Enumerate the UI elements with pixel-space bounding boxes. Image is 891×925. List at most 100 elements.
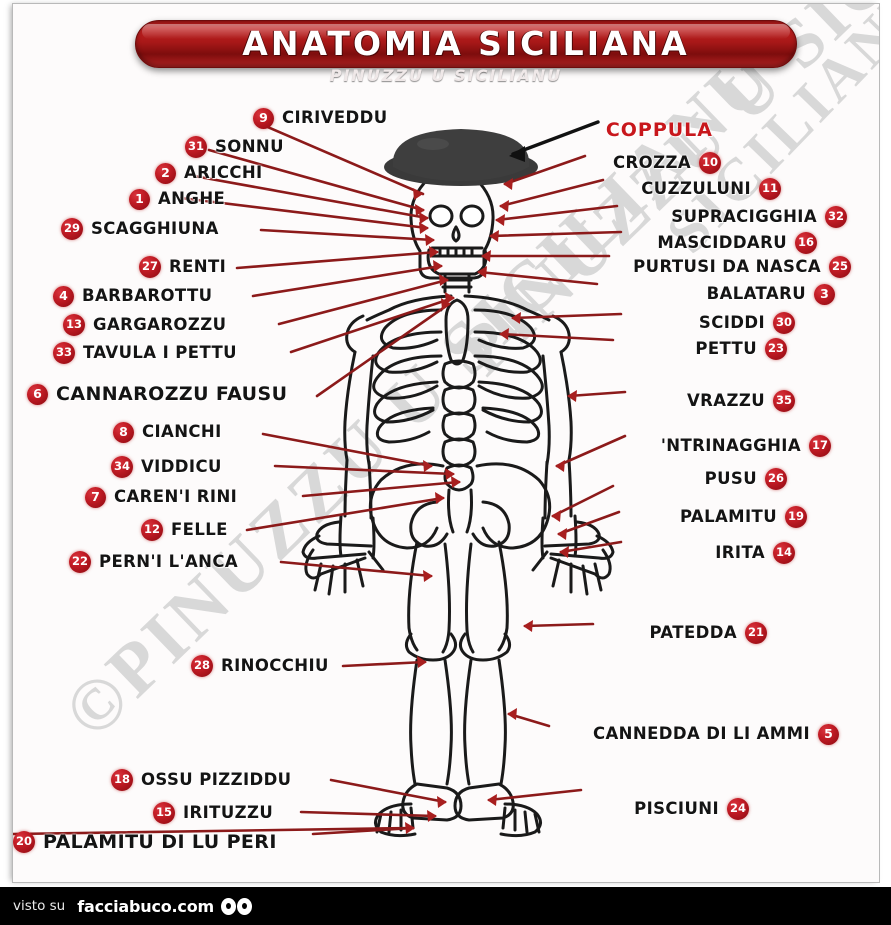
badge-14: 14	[773, 542, 795, 564]
banner-pill: ANATOMIA SICILIANA	[135, 20, 797, 68]
label-text: CANNAROZZU FAUSU	[56, 383, 288, 405]
badge-25: 25	[829, 256, 851, 278]
label-aricchi[interactable]: 2 ARICCHI	[155, 163, 263, 184]
label-cannedda-di-li-ammi[interactable]: CANNEDDA DI LI AMMI 5	[593, 724, 839, 745]
label-text: GARGAROZZU	[93, 314, 227, 334]
label-pusu[interactable]: PUSU 26	[705, 468, 787, 490]
label-irituzzu[interactable]: 15 IRITUZZU	[153, 802, 273, 824]
label-coppula[interactable]: COPPULA	[606, 121, 713, 140]
label-text: SCAGGHIUNA	[91, 218, 219, 238]
label-palamitu[interactable]: PALAMITU 19	[680, 506, 807, 528]
poster-frame: ©PINUZZU U SICILIANU PINUZZU U SICILIANU…	[12, 3, 880, 883]
label-text: SUPRACIGGHIA	[671, 206, 817, 226]
label-patedda[interactable]: PATEDDA 21	[649, 622, 767, 644]
label-text: IRITUZZU	[183, 802, 274, 822]
label-purtusi-da-nasca[interactable]: PURTUSI DA NASCA 25	[633, 256, 851, 278]
label-text: CANNEDDA DI LI AMMI	[592, 724, 810, 744]
label-cannarozzu-fausu[interactable]: 6 CANNAROZZU FAUSU	[27, 384, 287, 405]
badge-10: 10	[699, 152, 721, 174]
badge-15: 15	[153, 802, 175, 824]
label-text: IRITA	[715, 542, 765, 562]
label-text: CAREN'I RINI	[114, 487, 238, 507]
badge-13: 13	[63, 314, 85, 336]
label-text: RINOCCHIU	[221, 655, 329, 675]
label-pernilanca[interactable]: 22 PERN'I L'ANCA	[69, 551, 238, 573]
label-scagghiuna[interactable]: 29 SCAGGHIUNA	[61, 218, 219, 240]
label-ossu-pizziddu[interactable]: 18 OSSU PIZZIDDU	[111, 769, 292, 791]
banner-title-text: ANATOMIA SICILIANA	[242, 24, 690, 63]
label-text: SCIDDI	[698, 312, 765, 332]
badge-8: 8	[113, 422, 134, 443]
footer-site-link[interactable]: facciabuco.com	[77, 896, 214, 916]
label-rinocchiu[interactable]: 28 RINOCCHIU	[191, 655, 329, 677]
badge-34: 34	[111, 456, 133, 478]
label-text: PETTU	[695, 338, 757, 358]
badge-12: 12	[141, 519, 163, 541]
label-irita[interactable]: IRITA 14	[715, 542, 795, 564]
badge-27: 27	[139, 256, 161, 278]
badge-16: 16	[795, 232, 817, 254]
label-cuzzuluni[interactable]: CUZZULUNI 11	[641, 178, 781, 200]
label-text: BALATARU	[706, 284, 806, 304]
badge-1: 1	[129, 189, 150, 210]
eye-right-icon	[236, 897, 252, 915]
badge-7: 7	[85, 487, 106, 508]
label-text: PATEDDA	[649, 622, 737, 642]
label-anghe[interactable]: 1 ANGHE	[129, 189, 225, 210]
label-gargarozzu[interactable]: 13 GARGAROZZU	[63, 314, 226, 336]
badge-11: 11	[759, 178, 781, 200]
label-supracigghia[interactable]: SUPRACIGGHIA 32	[671, 206, 847, 228]
badge-5: 5	[818, 724, 839, 745]
badge-3: 3	[814, 284, 835, 305]
badge-2: 2	[155, 163, 176, 184]
label-text: PERN'I L'ANCA	[99, 551, 239, 571]
label-text: BARBAROTTU	[82, 286, 213, 306]
label-balataru[interactable]: BALATARU 3	[707, 284, 835, 305]
badge-21: 21	[745, 622, 767, 644]
label-renti[interactable]: 27 RENTI	[139, 256, 226, 278]
label-pisciuni[interactable]: PISCIUNI 24	[634, 798, 749, 820]
badge-28: 28	[191, 655, 213, 677]
label-text: CIRIVEDDU	[282, 108, 388, 128]
eye-left-icon	[220, 897, 236, 915]
label-text: VIDDICU	[141, 456, 222, 476]
label-vrazzu[interactable]: VRAZZU 35	[687, 390, 795, 412]
label-ciriveddu[interactable]: 9 CIRIVEDDU	[253, 108, 388, 129]
footer-bar: visto su facciabuco.com	[0, 887, 891, 925]
label-ntrinagghia[interactable]: 'NTRINAGGHIA 17	[661, 435, 831, 457]
eyes-logo-icon	[220, 897, 252, 915]
badge-9: 9	[253, 108, 274, 129]
label-text: MASCIDDARU	[657, 232, 787, 252]
label-text: VRAZZU	[687, 390, 765, 410]
badge-23: 23	[765, 338, 787, 360]
label-text: PALAMITU	[679, 506, 777, 526]
label-text: PISCIUNI	[634, 798, 719, 818]
title-banner: ANATOMIA SICILIANA PINUZZU U SICILIANU	[13, 14, 879, 92]
label-text: FELLE	[171, 519, 228, 539]
label-text: PUSU	[704, 468, 757, 488]
label-text: CUZZULUNI	[641, 178, 751, 198]
banner-gloss	[142, 24, 790, 39]
label-palamitu-di-lu-peri[interactable]: 20 PALAMITU DI LU PERI	[13, 831, 277, 853]
label-pettu[interactable]: PETTU 23	[695, 338, 787, 360]
badge-17: 17	[809, 435, 831, 457]
label-tavula-i-pettu[interactable]: 33 TAVULA I PETTU	[53, 342, 237, 364]
label-viddicu[interactable]: 34 VIDDICU	[111, 456, 222, 478]
label-cianchi[interactable]: 8 CIANCHI	[113, 422, 222, 443]
badge-24: 24	[727, 798, 749, 820]
badge-22: 22	[69, 551, 91, 573]
label-text: PALAMITU DI LU PERI	[43, 830, 277, 853]
label-crozza[interactable]: CROZZA 10	[613, 152, 721, 174]
label-sonnu[interactable]: 31 SONNU	[185, 136, 284, 158]
label-barbarottu[interactable]: 4 BARBAROTTU	[53, 286, 212, 307]
footer-prefix: visto su	[13, 898, 66, 914]
badge-35: 35	[773, 390, 795, 412]
coppula-cap	[384, 129, 538, 186]
label-felle[interactable]: 12 FELLE	[141, 519, 228, 541]
label-masciddaru[interactable]: MASCIDDARU 16	[657, 232, 817, 254]
label-sciddi[interactable]: SCIDDI 30	[699, 312, 795, 334]
label-carenirini[interactable]: 7 CAREN'I RINI	[85, 487, 237, 508]
badge-18: 18	[111, 769, 133, 791]
label-text: PURTUSI DA NASCA	[633, 256, 821, 276]
